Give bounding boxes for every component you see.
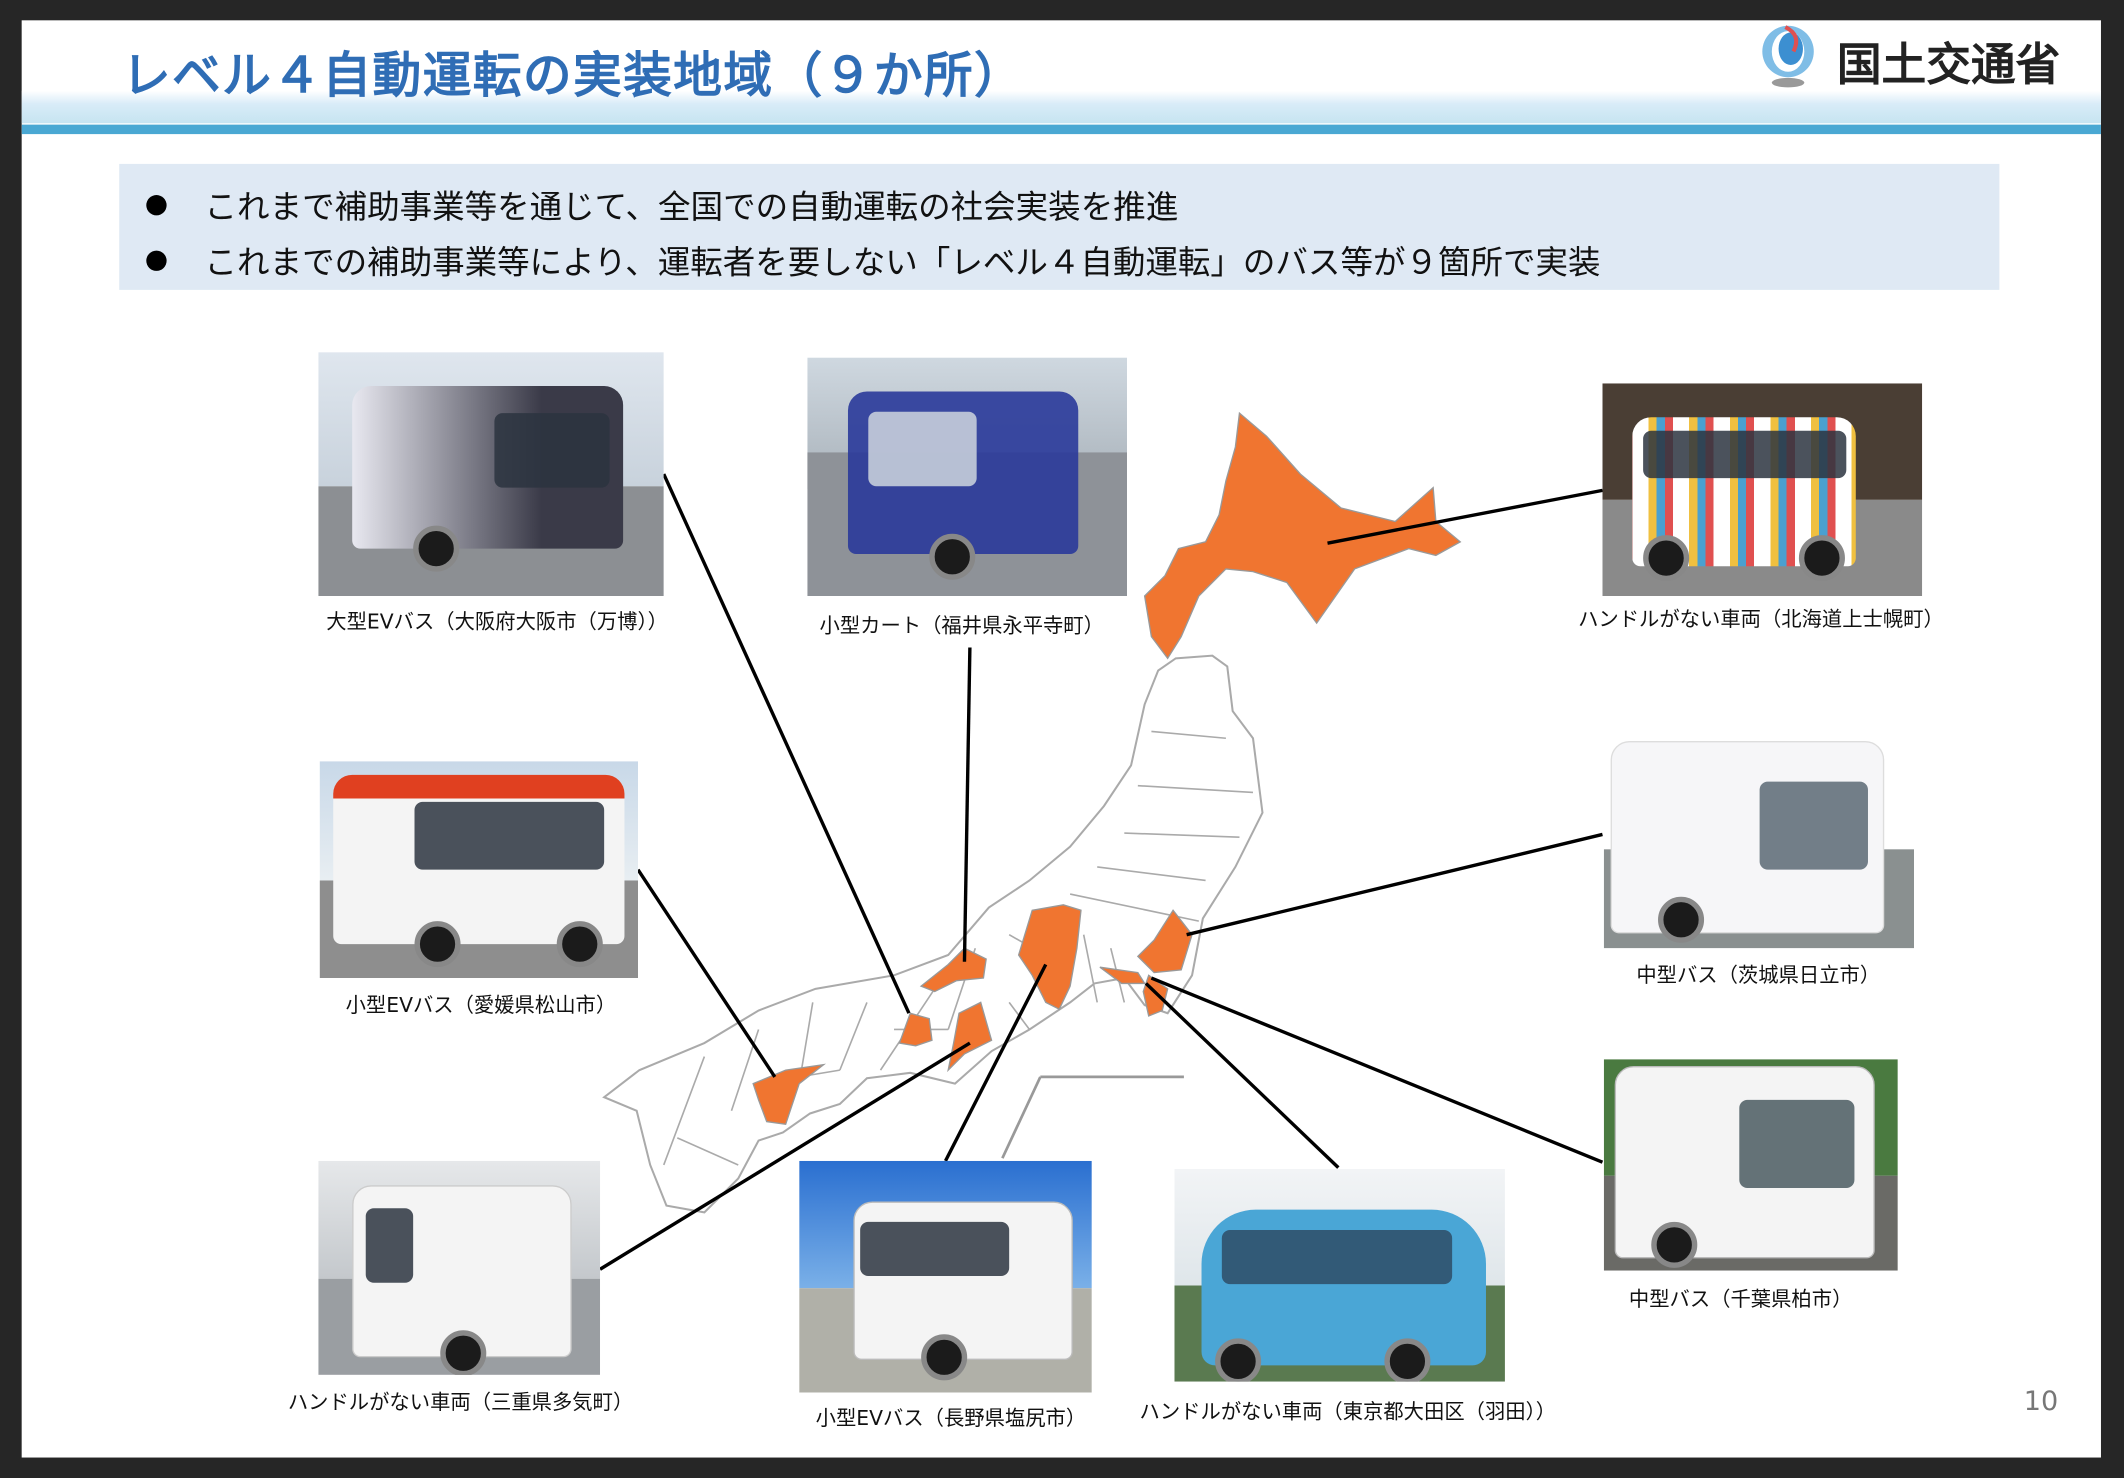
photo-hokkaido-vehicle <box>1602 383 1923 597</box>
mie-area <box>947 1001 993 1073</box>
leader-line <box>636 868 777 1078</box>
leader-line <box>599 1041 971 1271</box>
summary-box: これまで補助事業等を通じて、全国での自動運転の社会実装を推進 これまでの補助事業… <box>119 163 2000 290</box>
site-caption: 大型EVバス（大阪府大阪市（万博）） <box>326 609 668 634</box>
honshu-outline <box>602 654 1264 1214</box>
izu-islands <box>1001 1075 1184 1159</box>
photo-ehime-ev-bus <box>319 761 639 979</box>
bullet-text: これまで補助事業等を通じて、全国での自動運転の社会実装を推進 <box>204 188 1179 227</box>
leader-line <box>1186 832 1603 937</box>
site-caption: 小型カート（福井県永平寺町） <box>819 613 1105 639</box>
leader-line <box>962 647 972 962</box>
hokkaido-area <box>1143 411 1462 660</box>
ehime-area <box>752 1063 827 1126</box>
photo-osaka-ev-bus <box>318 352 664 597</box>
site-caption: 中型バス（千葉県柏市） <box>1628 1286 1853 1312</box>
nagano-area <box>1017 904 1082 1011</box>
photo-mie-vehicle <box>318 1160 601 1375</box>
page-title: レベル４自動運転の実装地域（９か所） <box>121 48 1025 105</box>
mlit-emblem-icon <box>1762 25 1814 88</box>
mlit-logo <box>1758 24 2090 89</box>
photo-ibaraki-bus <box>1603 727 1915 949</box>
page-number: 10 <box>2023 1384 2059 1417</box>
leader-line <box>662 473 911 1014</box>
header-band <box>21 90 2101 124</box>
bullet-icon <box>146 250 167 271</box>
leader-line <box>943 963 1048 1162</box>
bullet-icon <box>146 195 167 216</box>
bullet-item: これまで補助事業等を通じて、全国での自動運転の社会実装を推進 <box>146 180 1178 227</box>
leader-line <box>1327 488 1603 545</box>
osaka-area <box>898 1012 933 1047</box>
site-caption: ハンドルがない車両（北海道上士幌町） <box>1578 606 1944 632</box>
site-caption: 中型バス（茨城県日立市） <box>1636 963 1881 988</box>
logo-text: 国土交通省 <box>1836 37 2061 91</box>
site-caption: ハンドルがない車両（東京都大田区（羽田）） <box>1139 1399 1557 1424</box>
photo-chiba-bus <box>1603 1059 1898 1271</box>
leader-line <box>1144 982 1340 1169</box>
site-caption: ハンドルがない車両（三重県多気町） <box>287 1389 634 1415</box>
bullet-text: これまでの補助事業等により、運転者を要しない「レベル４自動運転」のバス等が９箇所… <box>204 243 1601 282</box>
site-caption: 小型EVバス（長野県塩尻市） <box>815 1406 1087 1431</box>
tokyo-area <box>1099 966 1146 985</box>
bullet-item: これまでの補助事業等により、運転者を要しない「レベル４自動運転」のバス等が９箇所… <box>146 236 1601 283</box>
photo-fukui-cart <box>807 357 1128 597</box>
leader-line <box>1150 976 1604 1164</box>
photo-nagano-ev-bus <box>799 1160 1092 1393</box>
photo-haneda-vehicle <box>1174 1169 1505 1382</box>
site-caption: 小型EVバス（愛媛県松山市） <box>345 992 617 1018</box>
leader-lines <box>599 473 1604 1271</box>
header-rule <box>21 124 2101 135</box>
fukui-area <box>919 947 987 993</box>
